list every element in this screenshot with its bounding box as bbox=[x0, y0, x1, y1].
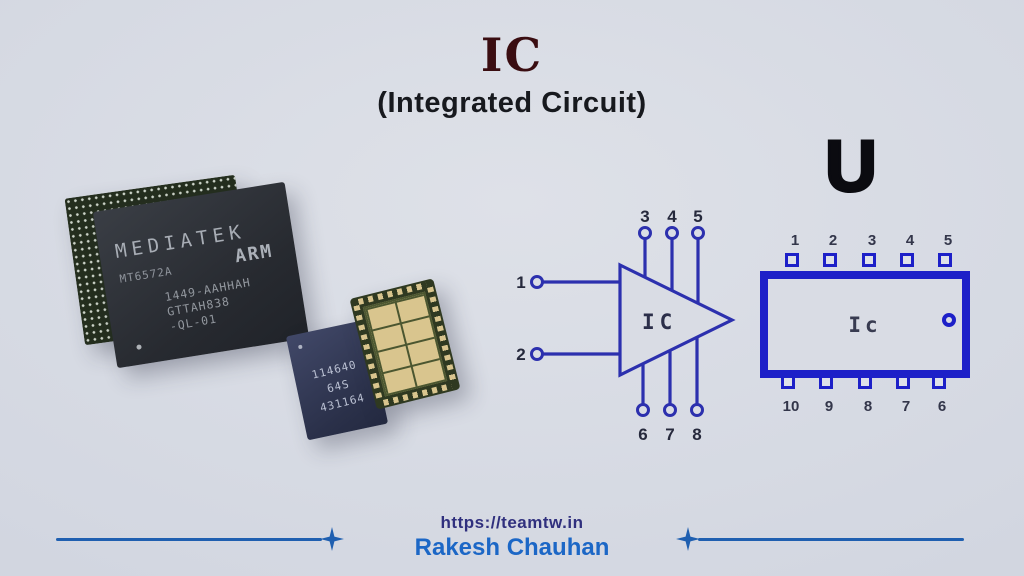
footer-rule-right bbox=[698, 538, 964, 541]
dip-pin-3 bbox=[862, 253, 876, 267]
dip-notch bbox=[942, 313, 956, 327]
dip-pin-label-5: 5 bbox=[943, 232, 953, 249]
dip-pin-label-3: 3 bbox=[867, 232, 877, 249]
page-subtitle: (Integrated Circuit) bbox=[377, 87, 647, 119]
opamp-ic-symbol: 1 2 3 4 5 6 7 8 IC bbox=[516, 207, 736, 444]
opamp-ic-text: IC bbox=[642, 310, 677, 334]
opamp-pin-label-7: 7 bbox=[665, 425, 674, 444]
dip-pin-1 bbox=[785, 253, 799, 267]
dip-pin-4 bbox=[900, 253, 914, 267]
footer-author: Rakesh Chauhan bbox=[414, 534, 610, 561]
dip-body: Ic bbox=[760, 271, 970, 378]
dip-pin-8 bbox=[858, 375, 872, 389]
pin6-terminal bbox=[636, 403, 650, 417]
pin3-terminal bbox=[638, 226, 652, 240]
dip-pin-9 bbox=[819, 375, 833, 389]
pin1-dot-marker bbox=[136, 344, 142, 350]
dip-pin-label-10: 10 bbox=[782, 398, 800, 415]
mediatek-chip-photo: MEDIATEK MT6572A ARM 1449-AAHHAH GTTAH83… bbox=[92, 181, 310, 369]
dip-pin-label-2: 2 bbox=[828, 232, 838, 249]
dip-pin-2 bbox=[823, 253, 837, 267]
dip-pin-label-8: 8 bbox=[863, 398, 873, 415]
pin8-terminal bbox=[690, 403, 704, 417]
opamp-pin-label-6: 6 bbox=[638, 425, 647, 444]
pin2-terminal bbox=[530, 347, 544, 361]
opamp-pin-label-4: 4 bbox=[667, 207, 677, 226]
footer-url: https://teamtw.in bbox=[440, 513, 584, 532]
opamp-pin-label-2: 2 bbox=[516, 345, 525, 364]
dip-pin-label-6: 6 bbox=[937, 398, 947, 415]
opamp-triangle bbox=[618, 262, 736, 378]
opamp-pin-label-3: 3 bbox=[640, 207, 649, 226]
mediatek-model-marking: MT6572A bbox=[118, 264, 174, 286]
page-title: IC bbox=[480, 28, 544, 82]
pin5-terminal bbox=[691, 226, 705, 240]
opamp-pin-label-8: 8 bbox=[692, 425, 701, 444]
dip-pin-label-9: 9 bbox=[824, 398, 834, 415]
mediatek-arm-marking: ARM bbox=[233, 240, 275, 268]
footer-rule-left bbox=[56, 538, 322, 541]
dip-designator: U bbox=[824, 126, 879, 209]
dip-pin-label-4: 4 bbox=[905, 232, 915, 249]
opamp-pin-label-5: 5 bbox=[693, 207, 702, 226]
pin7-terminal bbox=[663, 403, 677, 417]
dip-ic-text: Ic bbox=[848, 312, 882, 337]
opamp-pin-label-1: 1 bbox=[516, 273, 525, 292]
dip-ic-symbol: 1 2 3 4 5 Ic 10 9 8 7 6 bbox=[756, 232, 982, 420]
dip-pin-6 bbox=[932, 375, 946, 389]
pin1-dot-marker bbox=[297, 344, 303, 350]
dip-pin-10 bbox=[781, 375, 795, 389]
dip-pin-label-7: 7 bbox=[901, 398, 911, 415]
dip-pin-5 bbox=[938, 253, 952, 267]
pin4-terminal bbox=[665, 226, 679, 240]
dip-pin-label-1: 1 bbox=[790, 232, 800, 249]
pin1-terminal bbox=[530, 275, 544, 289]
dip-pin-7 bbox=[896, 375, 910, 389]
